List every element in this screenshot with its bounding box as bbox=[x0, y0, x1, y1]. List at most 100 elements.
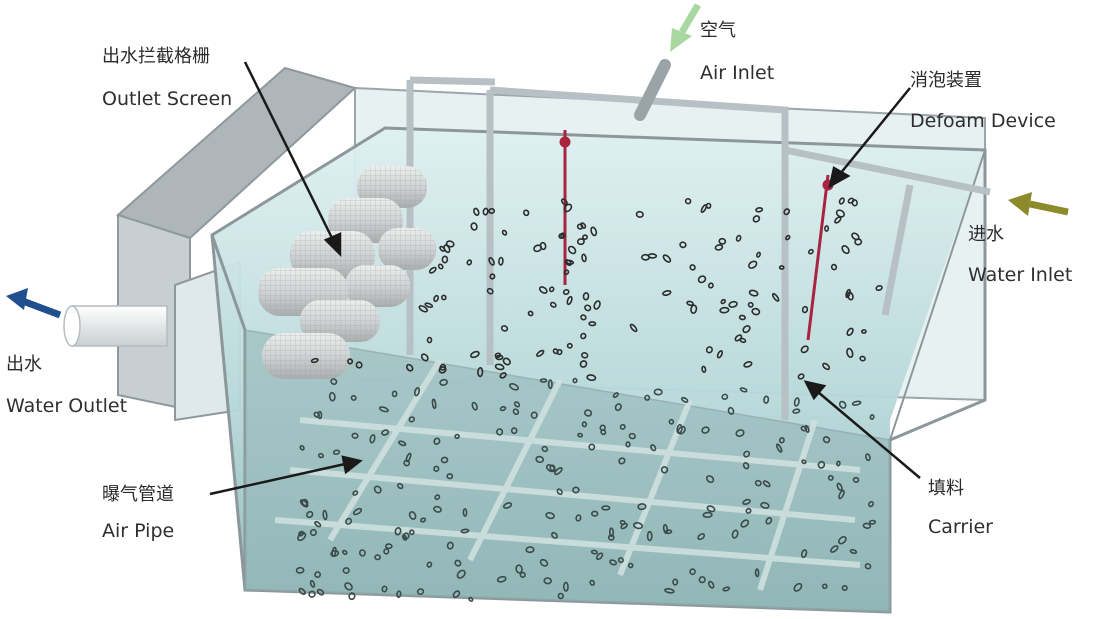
carrier-particle bbox=[351, 432, 359, 439]
carrier-particle bbox=[752, 215, 761, 223]
carrier-particle bbox=[486, 287, 494, 295]
carrier-particle bbox=[662, 254, 672, 263]
carrier-particle bbox=[584, 304, 592, 312]
carrier-particle bbox=[792, 408, 801, 414]
carrier-particle bbox=[817, 460, 826, 469]
carrier-particle bbox=[314, 520, 322, 528]
carrier-particle bbox=[317, 452, 325, 459]
carrier-particle bbox=[350, 394, 357, 401]
carrier-particle bbox=[530, 411, 538, 419]
carrier-particle bbox=[628, 432, 636, 440]
air-arrow-icon bbox=[670, 3, 702, 52]
carrier-particle bbox=[591, 510, 599, 517]
inlet-arrow-icon bbox=[1008, 192, 1069, 216]
carrier-particle bbox=[562, 581, 569, 592]
carrier-particle bbox=[557, 592, 565, 600]
carrier-particle bbox=[754, 479, 762, 487]
carrier-particle bbox=[830, 263, 838, 271]
carrier-particle bbox=[662, 290, 672, 296]
carrier-particle bbox=[714, 244, 724, 251]
carrier-particle bbox=[707, 282, 714, 289]
carrier-particle bbox=[720, 298, 726, 305]
carrier-particle bbox=[533, 244, 543, 253]
carrier-particle bbox=[328, 391, 336, 402]
outlet-screen-cylinders bbox=[258, 166, 436, 379]
carrier-particle bbox=[462, 508, 468, 517]
carrier-particle bbox=[738, 314, 746, 321]
carrier-particle bbox=[618, 457, 626, 465]
carrier-particle bbox=[405, 363, 414, 372]
carrier-particle bbox=[433, 465, 440, 472]
carrier-particle bbox=[827, 474, 834, 481]
carrier-particle bbox=[433, 437, 441, 445]
carrier-particle bbox=[644, 394, 651, 401]
carrier-particle bbox=[808, 248, 814, 255]
carrier-particle bbox=[778, 437, 785, 444]
carrier-particle bbox=[836, 460, 841, 467]
carrier-particle bbox=[800, 425, 808, 432]
carrier-particle bbox=[864, 563, 872, 570]
carrier-particle bbox=[743, 361, 753, 368]
carrier-particle bbox=[697, 275, 707, 284]
carrier-particle bbox=[452, 590, 461, 599]
carrier-particle bbox=[581, 352, 589, 359]
label-water-outlet-zh: 出水 bbox=[6, 354, 42, 375]
carrier-particle bbox=[614, 403, 622, 412]
carrier-particle bbox=[332, 449, 341, 455]
carrier-particle bbox=[742, 325, 751, 334]
carrier-particle bbox=[763, 395, 770, 404]
carrier-particle bbox=[489, 273, 496, 280]
carrier-particle bbox=[418, 305, 429, 313]
carrier-particle bbox=[298, 530, 305, 537]
carrier-particle bbox=[864, 453, 871, 462]
carrier-particle bbox=[653, 388, 663, 396]
carrier-particle bbox=[405, 452, 412, 463]
carrier-particle bbox=[446, 473, 454, 480]
carrier-particle bbox=[637, 503, 647, 511]
carrier-particle bbox=[535, 455, 545, 464]
pointer-air-pipe bbox=[209, 462, 346, 496]
carrier-particle bbox=[556, 488, 563, 496]
carrier-particle bbox=[705, 346, 713, 354]
carrier-particle bbox=[838, 489, 845, 500]
carrier-particle bbox=[500, 325, 509, 332]
carrier-particle bbox=[554, 467, 563, 476]
carrier-particle bbox=[567, 245, 577, 255]
carrier-particle bbox=[697, 533, 706, 541]
carrier-particle bbox=[369, 434, 376, 444]
carrier-particle bbox=[358, 549, 366, 557]
carrier-particle bbox=[428, 266, 437, 274]
carrier-particle bbox=[408, 529, 415, 536]
water-outlet-pipe bbox=[63, 305, 168, 347]
carrier-particle bbox=[398, 440, 407, 447]
carrier-particle bbox=[847, 197, 855, 204]
carrier-particle bbox=[800, 549, 808, 559]
carrier-particle bbox=[383, 548, 390, 555]
carrier-particle bbox=[689, 264, 696, 271]
carrier-particle bbox=[488, 257, 495, 266]
carrier-particle bbox=[566, 295, 573, 306]
label-water-inlet-zh: 进水 bbox=[968, 224, 1004, 245]
carrier-particle bbox=[515, 564, 523, 574]
carrier-particle bbox=[394, 527, 402, 536]
carrier-particle bbox=[841, 245, 850, 255]
carrier-particle bbox=[722, 586, 731, 592]
carrier-particle bbox=[700, 203, 708, 214]
carrier-particle bbox=[821, 583, 828, 590]
carrier-particle bbox=[347, 358, 354, 365]
carrier-particle bbox=[822, 436, 831, 444]
label-outlet-screen-en: Outlet Screen bbox=[102, 88, 233, 110]
carrier-particle bbox=[632, 522, 644, 530]
carrier-particle bbox=[439, 378, 448, 386]
carrier-particle bbox=[706, 505, 716, 513]
carrier-particle bbox=[470, 350, 480, 359]
carrier-particle bbox=[575, 514, 582, 522]
carrier-particle bbox=[762, 480, 771, 488]
carrier-particle bbox=[470, 222, 478, 231]
carrier-particle bbox=[735, 429, 745, 438]
carrier-particle bbox=[801, 305, 809, 314]
carrier-particle bbox=[702, 511, 713, 519]
carrier-particle bbox=[460, 528, 470, 534]
carrier-particle bbox=[551, 531, 558, 539]
carrier-particle bbox=[745, 507, 752, 514]
